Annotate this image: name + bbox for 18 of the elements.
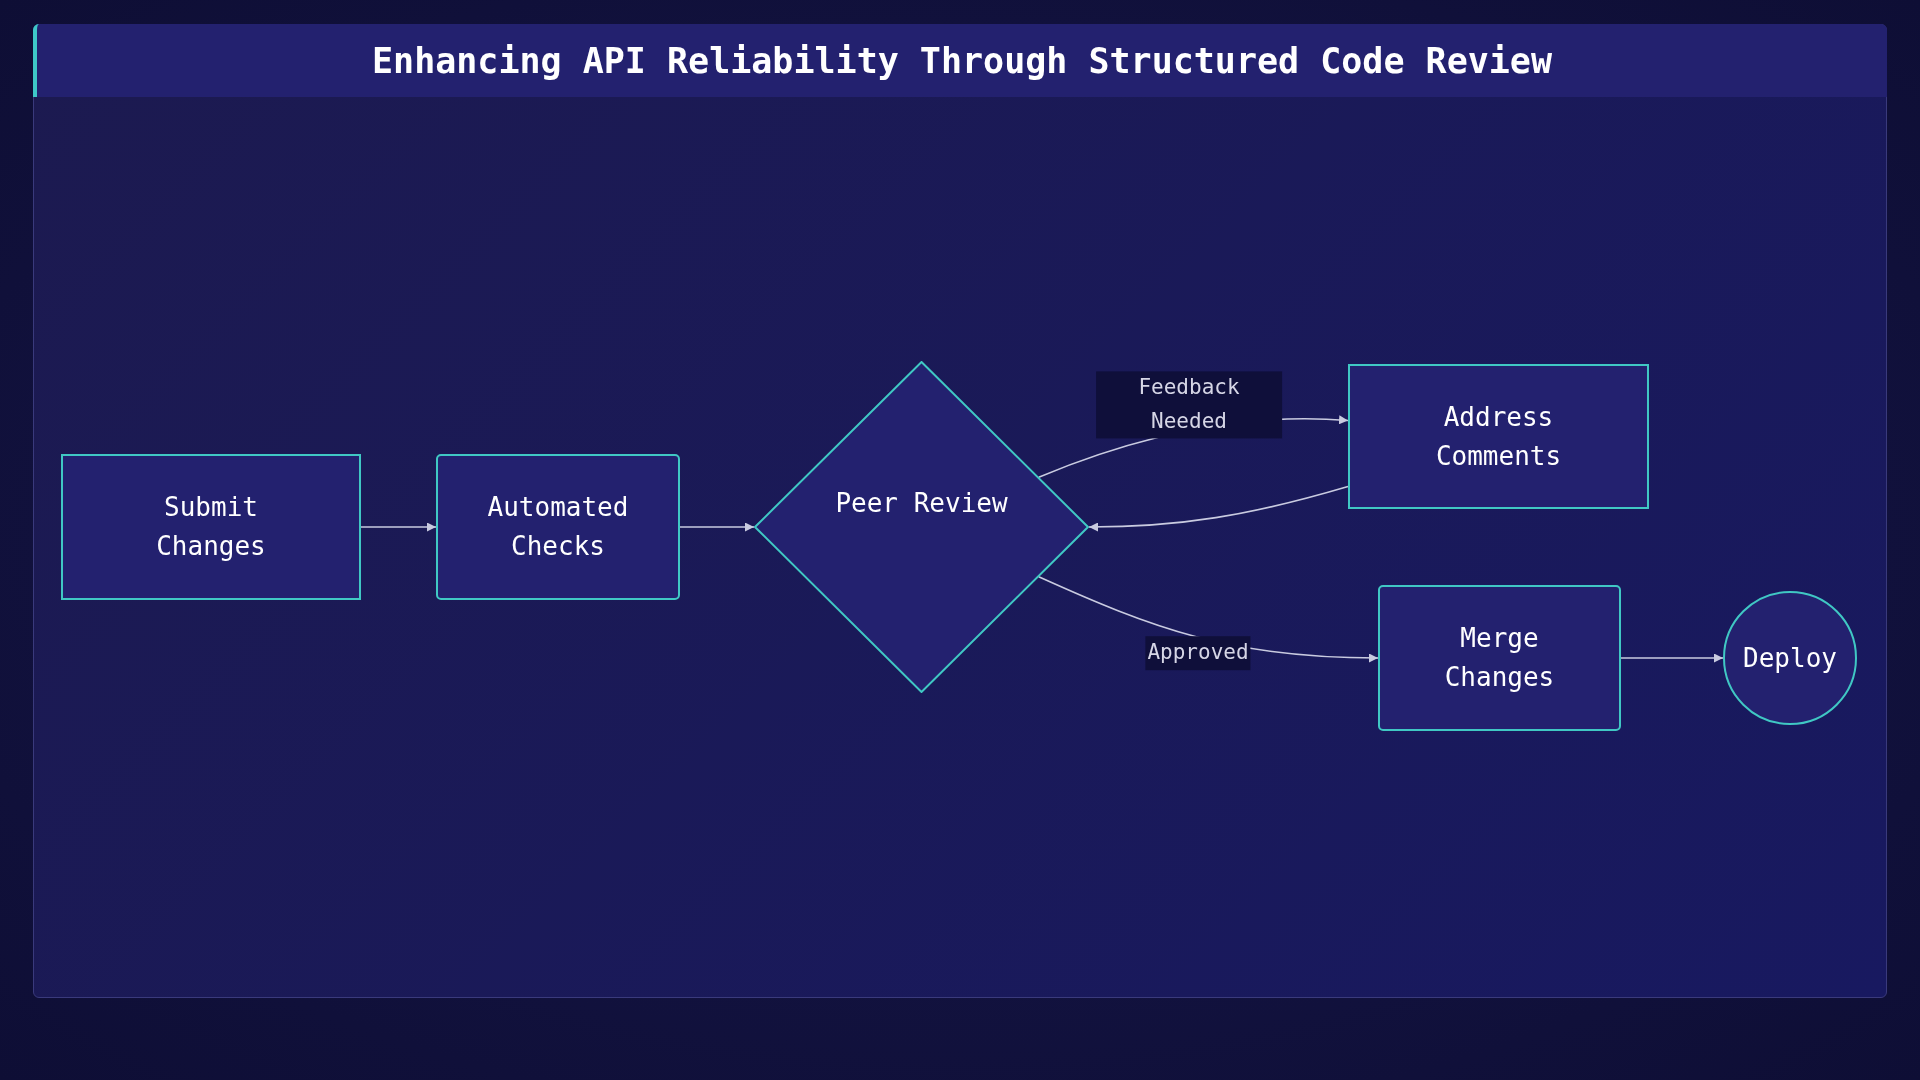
arrow: [1088, 485, 1349, 532]
step-label: Merge Changes: [1443, 622, 1556, 694]
arrow: [1620, 653, 1724, 663]
edge-label: Feedback Needed: [1096, 371, 1282, 439]
step-label: Automated Checks: [486, 491, 630, 563]
arrow: [360, 522, 437, 532]
diagram-title: Enhancing API Reliability Through Structured Code Review: [372, 40, 1552, 81]
edge-label: Approved: [1145, 636, 1251, 670]
decision-diamond: [754, 361, 1089, 693]
process-box: [1348, 364, 1649, 509]
step-label: Peer Review: [835, 486, 1008, 520]
process-box: [1378, 585, 1621, 731]
step-label: Deploy: [1743, 641, 1837, 675]
arrow: [679, 522, 755, 532]
step-label: Submit Changes: [155, 491, 267, 563]
step-label: Address Comments: [1434, 400, 1563, 473]
process-box: [61, 454, 361, 600]
process-box: [436, 454, 680, 600]
